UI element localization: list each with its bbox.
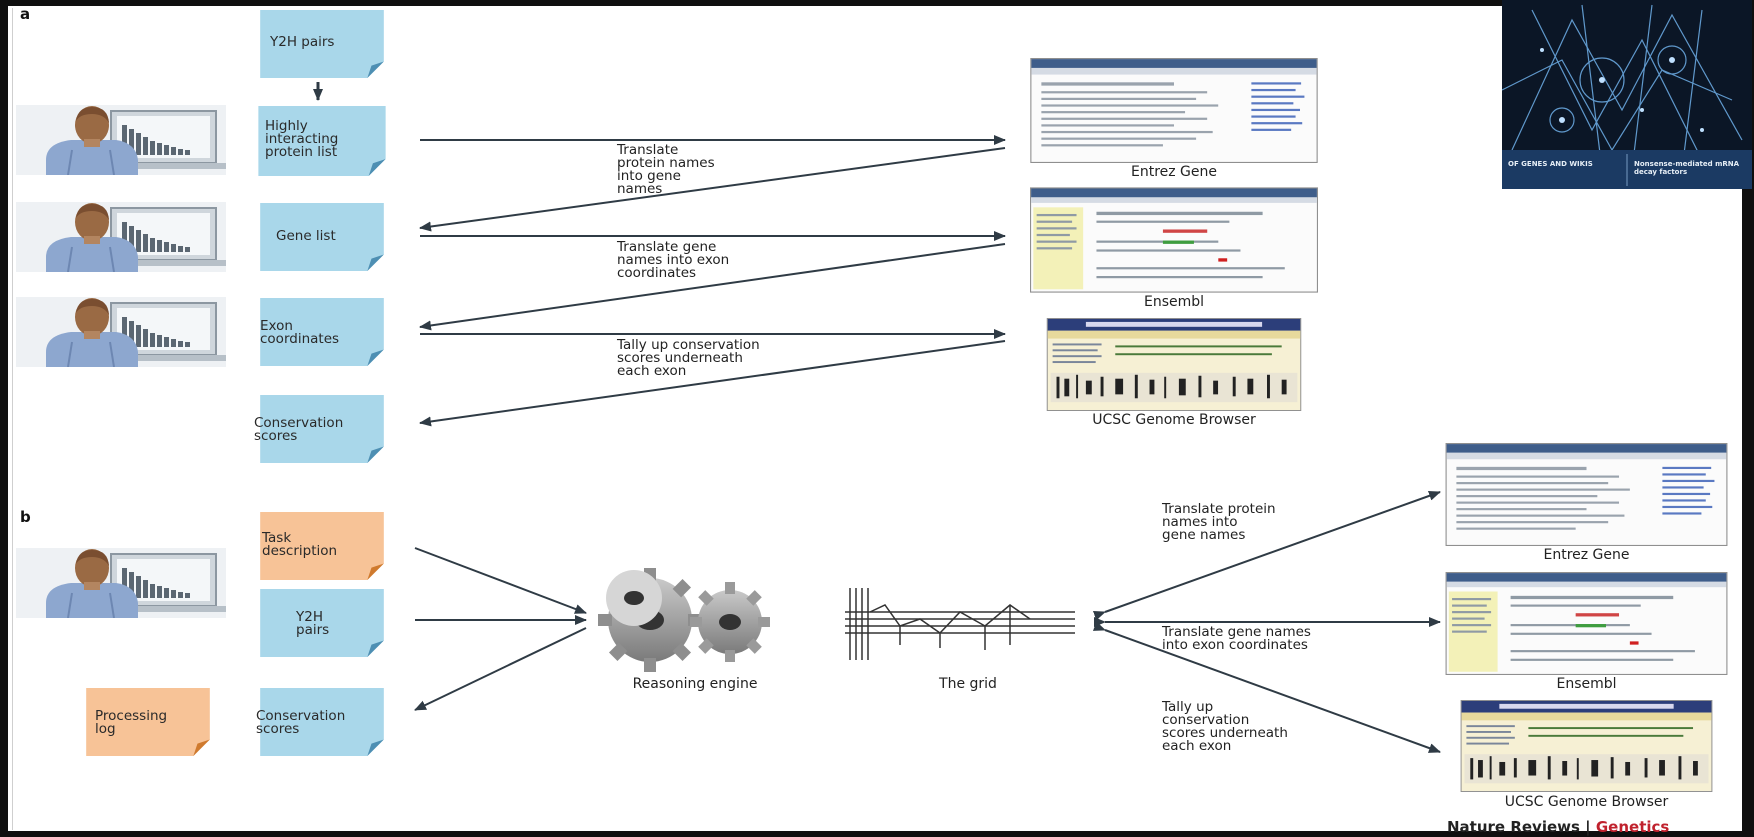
reasoning-engine-label: Reasoning engine xyxy=(632,676,758,692)
box-text-gene-list: Gene list xyxy=(276,228,336,244)
panel-label-a: a xyxy=(20,5,31,23)
cover-right-title: Nonsense-mediated mRNA decay factors xyxy=(1634,160,1740,176)
ensembl-screenshot-a xyxy=(1030,187,1318,293)
panel-label-b: b xyxy=(20,508,31,526)
ucsc-screenshot-a xyxy=(1046,318,1302,411)
box-text-y2h-pairs-a: Y2H pairs xyxy=(270,34,335,50)
step-tally-b: Tally up conservation scores underneath … xyxy=(1162,699,1288,754)
person-at-computer-2 xyxy=(16,202,226,272)
box-text-conservation-scores-b: Conservation scores xyxy=(256,708,346,737)
caption-entrez-b: Entrez Gene xyxy=(1543,547,1630,563)
content-area xyxy=(12,8,1741,830)
step-translate-gene-b: Translate gene names into exon coordinat… xyxy=(1162,624,1311,653)
step-tally-a: Tally up conservation scores underneath … xyxy=(617,337,760,379)
step-translate-protein-b: Translate protein names into gene names xyxy=(1162,501,1276,543)
arrow-b-6 xyxy=(1092,621,1441,753)
journal-cover-image: OF GENES AND WIKIS Nonsense-mediated mRN… xyxy=(1502,0,1752,189)
cover-left-title: OF GENES AND WIKIS xyxy=(1508,160,1593,168)
arrow-b-4 xyxy=(1092,491,1441,621)
right-border xyxy=(1742,0,1754,837)
caption-ucsc-a: UCSC Genome Browser xyxy=(1092,412,1256,428)
ucsc-screenshot-b xyxy=(1460,700,1713,792)
box-text-task-description: Task description xyxy=(262,530,338,559)
person-at-computer-b xyxy=(16,548,226,618)
credit-separator: | xyxy=(1585,818,1591,836)
step-translate-protein-a: Translate protein names into gene names xyxy=(617,142,715,197)
entrez-screenshot-b xyxy=(1445,443,1728,546)
grid-icon xyxy=(845,588,1075,660)
left-border xyxy=(0,0,8,837)
the-grid-label: The grid xyxy=(939,676,997,692)
top-border xyxy=(0,0,1754,6)
gears-icon xyxy=(598,568,770,672)
arrow-a-6 xyxy=(419,340,1006,427)
caption-entrez-a: Entrez Gene xyxy=(1130,164,1218,180)
step-translate-gene-a: Translate gene names into exon coordinat… xyxy=(617,239,730,281)
bottom-border xyxy=(0,831,1754,837)
box-text-y2h-pairs-b: Y2H pairs xyxy=(296,609,330,638)
journal-credit: Nature Reviews | Genetics xyxy=(1447,818,1669,836)
person-at-computer-1 xyxy=(16,105,226,175)
caption-ensembl-a: Ensembl xyxy=(1143,294,1205,310)
entrez-screenshot-a xyxy=(1030,58,1318,163)
box-text-exon-coordinates: Exon coordinates xyxy=(260,318,340,347)
credit-section: Genetics xyxy=(1595,818,1670,836)
person-at-computer-3 xyxy=(16,297,226,367)
caption-ucsc-b: UCSC Genome Browser xyxy=(1504,794,1669,810)
box-text-processing-log: Processing log xyxy=(95,708,168,737)
box-text-highly-interacting: Highly interacting protein list xyxy=(265,118,339,160)
box-text-conservation-scores-a: Conservation scores xyxy=(254,415,344,444)
ensembl-screenshot-b xyxy=(1445,572,1728,675)
arrow-a-4 xyxy=(419,243,1006,331)
arrow-b-3 xyxy=(414,627,587,711)
credit-journal: Nature Reviews xyxy=(1447,818,1580,836)
arrow-a-2 xyxy=(419,147,1006,232)
arrow-b-1 xyxy=(414,547,587,614)
caption-ensembl-b: Ensembl xyxy=(1556,676,1617,692)
cover-artwork xyxy=(1502,0,1752,189)
